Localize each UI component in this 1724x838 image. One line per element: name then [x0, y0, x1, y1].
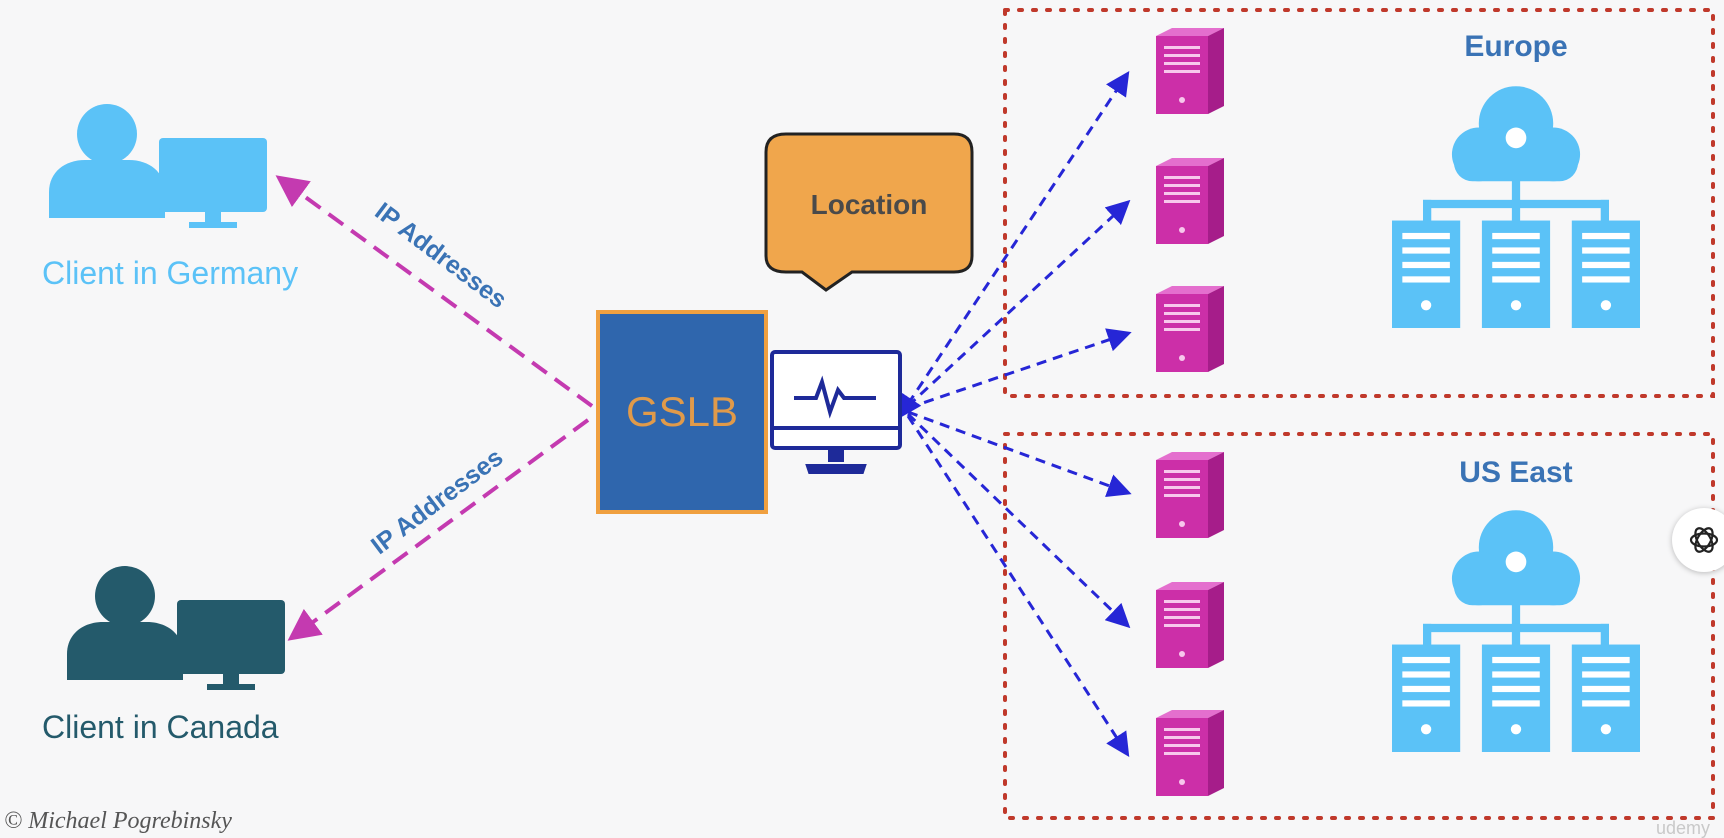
health-check-arrows — [898, 71, 1132, 758]
client-germany-label: Client in Germany — [42, 255, 298, 291]
europe-title: Europe — [1464, 30, 1567, 63]
gslb-box — [596, 310, 768, 514]
useast-title: US East — [1459, 456, 1572, 489]
server-icon — [1156, 158, 1224, 244]
ip-arrow-germany — [275, 175, 594, 408]
client-canada-icon — [67, 566, 285, 690]
health-arrow-5 — [906, 412, 1131, 629]
location-callout — [764, 132, 974, 292]
europe-region-box — [1003, 8, 1715, 398]
location-label: Location — [811, 189, 928, 220]
server-icon — [1156, 710, 1224, 796]
ip-label-lower: IP Addresses — [366, 443, 508, 560]
gslb-label: GSLB — [626, 388, 738, 435]
server-icon — [1156, 582, 1224, 668]
chatgpt-icon — [1689, 527, 1719, 553]
health-arrow-1 — [898, 71, 1130, 419]
europe-datacenter-icon — [1392, 86, 1640, 328]
europe-servers — [1156, 28, 1224, 372]
ip-arrow-canada — [287, 418, 590, 641]
ip-label-upper: IP Addresses — [370, 197, 512, 314]
useast-servers — [1156, 452, 1224, 796]
health-arrow-6 — [906, 415, 1130, 758]
health-arrow-2 — [906, 199, 1131, 408]
author-credit: © Michael Pogrebinsky — [4, 808, 232, 834]
server-icon — [1156, 286, 1224, 372]
client-canada-label: Client in Canada — [42, 709, 279, 745]
useast-region-box — [1003, 432, 1715, 820]
health-monitor-icon — [770, 350, 902, 474]
udemy-watermark: udemy — [1656, 818, 1710, 838]
health-arrow-3 — [907, 328, 1132, 410]
assistant-button[interactable] — [1672, 508, 1724, 572]
server-icon — [1156, 28, 1224, 114]
client-germany-icon — [49, 104, 267, 228]
useast-datacenter-icon — [1392, 510, 1640, 752]
server-icon — [1156, 452, 1224, 538]
health-arrow-4 — [907, 410, 1132, 498]
